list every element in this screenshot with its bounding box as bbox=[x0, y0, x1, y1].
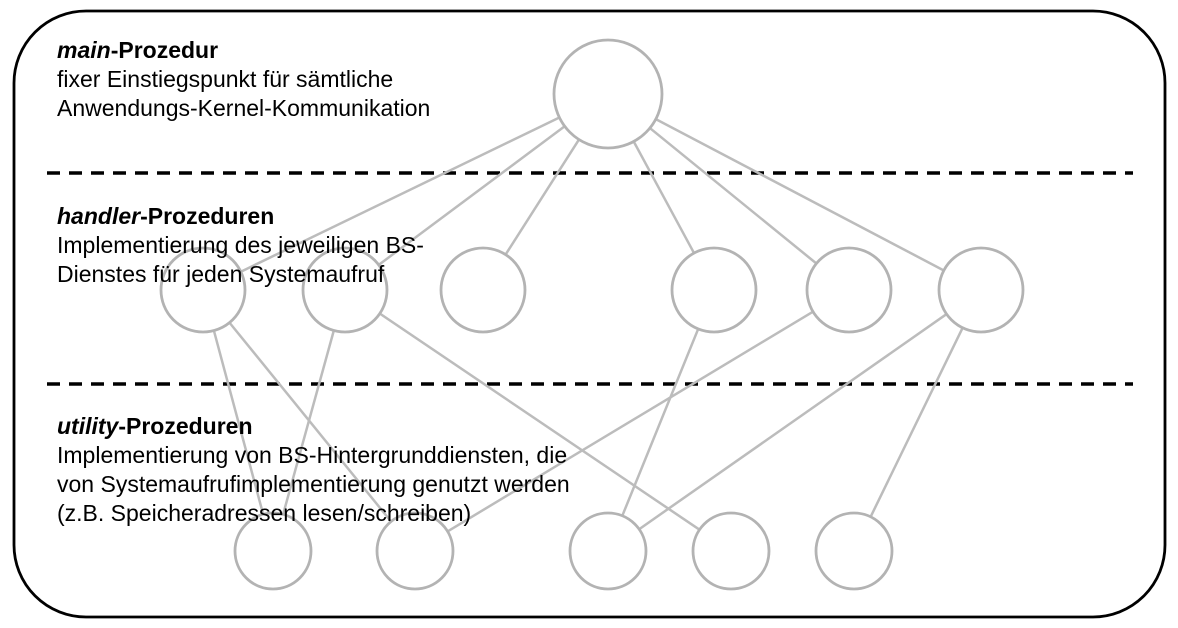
node-handler-h3 bbox=[439, 246, 527, 334]
edge-main-h1 bbox=[240, 116, 560, 273]
utility-layer-title: utility-Prozeduren bbox=[57, 412, 570, 441]
handler-layer-description-line: Implementierung des jeweiligen BS- bbox=[57, 232, 424, 258]
handler-title-italic: handler bbox=[57, 203, 141, 229]
edge-main-h6 bbox=[655, 118, 945, 272]
utility-title-italic: utility bbox=[57, 413, 119, 439]
edge-h6-u3 bbox=[638, 313, 948, 531]
edge-h1-u1 bbox=[212, 330, 265, 515]
edge-main-h5 bbox=[649, 127, 818, 265]
edge-h5-u2 bbox=[446, 310, 814, 533]
utility-layer-description-line: Implementierung von BS-Hintergrunddienst… bbox=[57, 442, 568, 468]
node-handler-h5 bbox=[805, 246, 893, 334]
main-layer-description-line: fixer Einstiegspunkt für sämtliche bbox=[57, 66, 394, 92]
utility-layer-description-line: von Systemaufrufimplementierung genutzt … bbox=[57, 471, 570, 497]
main-layer-label: main-Prozedur fixer Einstiegspunkt für s… bbox=[57, 36, 430, 123]
edge-h2-u4 bbox=[379, 312, 701, 531]
node-utility-u1 bbox=[233, 511, 313, 591]
edge-main-h4 bbox=[632, 140, 696, 254]
handler-layer-title: handler-Prozeduren bbox=[57, 202, 424, 231]
handler-layer-label: handler-Prozeduren Implementierung des j… bbox=[57, 202, 424, 289]
node-main-main bbox=[552, 38, 664, 150]
utility-title-rest: -Prozeduren bbox=[118, 413, 253, 439]
utility-layer-label: utility-Prozeduren Implementierung von B… bbox=[57, 412, 570, 528]
main-title-italic: main bbox=[57, 37, 111, 63]
main-layer-description-line: Anwendungs-Kernel-Kommunikation bbox=[57, 95, 431, 121]
edge-main-h3 bbox=[504, 138, 581, 256]
edge-main-h2 bbox=[377, 125, 566, 266]
edge-h1-u2 bbox=[228, 321, 393, 523]
node-handler-h6 bbox=[937, 246, 1025, 334]
edge-h6-u5 bbox=[869, 327, 964, 518]
edge-h2-u1 bbox=[281, 330, 336, 515]
main-layer-title: main-Prozedur bbox=[57, 36, 430, 65]
node-handler-h2 bbox=[301, 246, 389, 334]
handler-layer-description-line: Dienstes für jeden Systemaufruf bbox=[57, 261, 385, 287]
node-handler-h1 bbox=[159, 246, 247, 334]
node-utility-u4 bbox=[691, 511, 771, 591]
diagram-border bbox=[12, 9, 1167, 619]
node-utility-u5 bbox=[814, 511, 894, 591]
handler-title-rest: -Prozeduren bbox=[140, 203, 275, 229]
node-utility-u2 bbox=[375, 511, 455, 591]
node-utility-u3 bbox=[568, 511, 648, 591]
edge-h4-u3 bbox=[621, 328, 700, 517]
main-title-rest: -Prozedur bbox=[110, 37, 219, 63]
node-handler-h4 bbox=[670, 246, 758, 334]
utility-layer-description-line: (z.B. Speicheradressen lesen/schreiben) bbox=[57, 500, 472, 526]
